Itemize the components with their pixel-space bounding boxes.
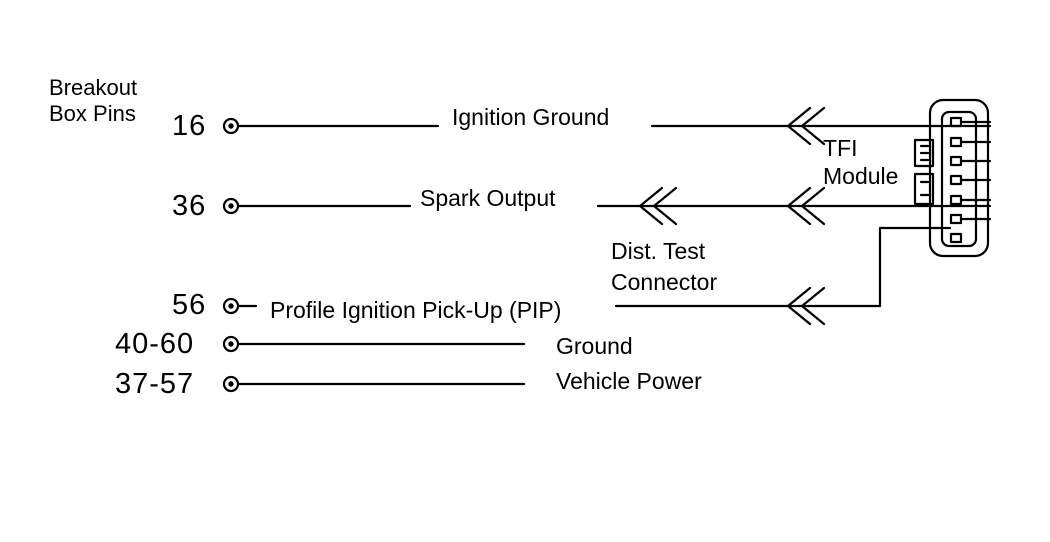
- test-connector-label-line-1: Dist. Test: [611, 238, 706, 264]
- connector-chevron-ignition-ground: [786, 106, 826, 146]
- breakout-box-heading: Breakout Box Pins: [49, 75, 137, 128]
- test-connector-chevron-spark: [638, 186, 678, 226]
- signal-label-pip: Profile Ignition Pick-Up (PIP): [270, 297, 562, 323]
- tfi-module-label-line-2: Module: [823, 162, 899, 189]
- pin-terminal-36: [222, 197, 240, 215]
- wire-pip: [236, 226, 952, 308]
- heading-line-2: Box Pins: [49, 101, 136, 127]
- pin-terminal-16: [222, 117, 240, 135]
- test-connector-label: Dist. Test Connector: [611, 236, 717, 297]
- tfi-module-connector: [913, 98, 992, 258]
- test-connector-label-line-2: Connector: [611, 268, 718, 295]
- pin-terminal-37-57: [222, 375, 240, 393]
- pin-terminal-40-60: [222, 335, 240, 353]
- tfi-module-label-line-1: TFI: [823, 135, 858, 161]
- pin-number-56: 56: [172, 289, 207, 321]
- pin-number-40-60: 40-60: [115, 328, 195, 360]
- signal-label-ignition-ground: Ignition Ground: [452, 104, 610, 130]
- pin-number-16: 16: [172, 110, 207, 142]
- signal-label-spark-output: Spark Output: [420, 185, 556, 211]
- heading-line-1: Breakout: [49, 75, 138, 100]
- pin-number-36: 36: [172, 190, 207, 222]
- pin-number-37-57: 37-57: [115, 368, 195, 400]
- tfi-module-label: TFI Module: [823, 135, 898, 190]
- pin-terminal-56: [222, 297, 240, 315]
- connector-chevron-pip: [786, 286, 826, 326]
- signal-label-ground: Ground: [556, 333, 633, 359]
- connector-chevron-spark-output: [786, 186, 826, 226]
- signal-label-vehicle-power: Vehicle Power: [556, 368, 702, 394]
